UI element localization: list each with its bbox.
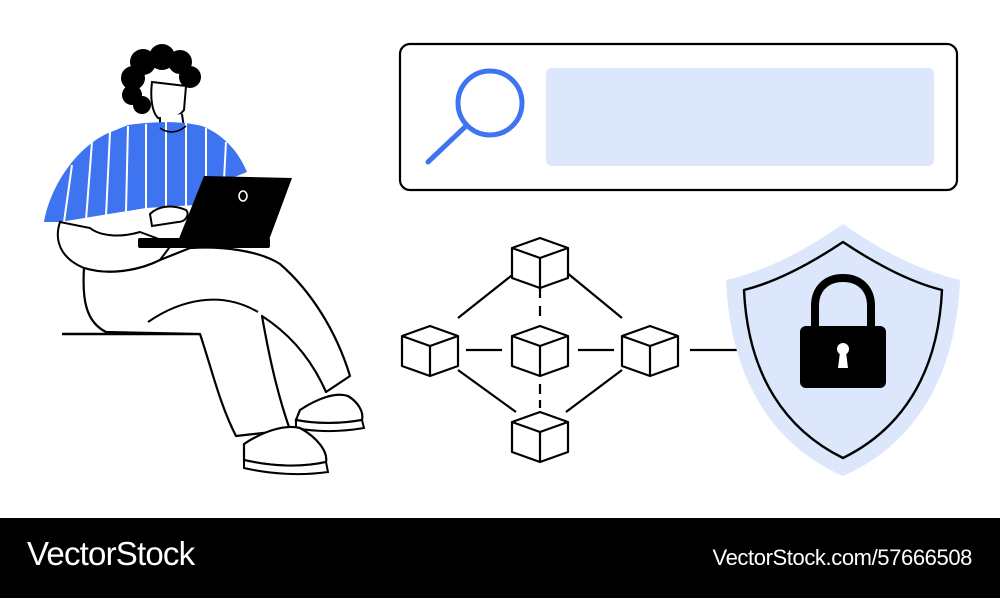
right-shoe [294, 393, 364, 425]
hair [121, 44, 201, 114]
cube-icon [510, 236, 570, 290]
cube-icon [400, 324, 460, 378]
hand [148, 205, 189, 228]
search-input-field [546, 68, 934, 166]
stock-url: VectorStock.com/57666508 [712, 545, 973, 570]
illustration-canvas [44, 42, 960, 476]
cube-icon [510, 324, 570, 378]
search-bar [398, 42, 959, 192]
cube-icon [620, 324, 680, 378]
padlock-icon [800, 273, 886, 388]
face [150, 80, 188, 121]
brand-logo: VectorStock [27, 535, 195, 572]
magnifier-icon [425, 68, 525, 165]
blockchain-network-icon [400, 236, 738, 464]
laptop-icon [138, 176, 292, 248]
person-with-laptop-icon [44, 44, 366, 476]
shield-lock-icon [726, 224, 960, 476]
watermark-footer: VectorStock VectorStock.com/57666508 [0, 518, 1000, 598]
network-links [457, 271, 738, 413]
cube-icon [510, 410, 570, 464]
